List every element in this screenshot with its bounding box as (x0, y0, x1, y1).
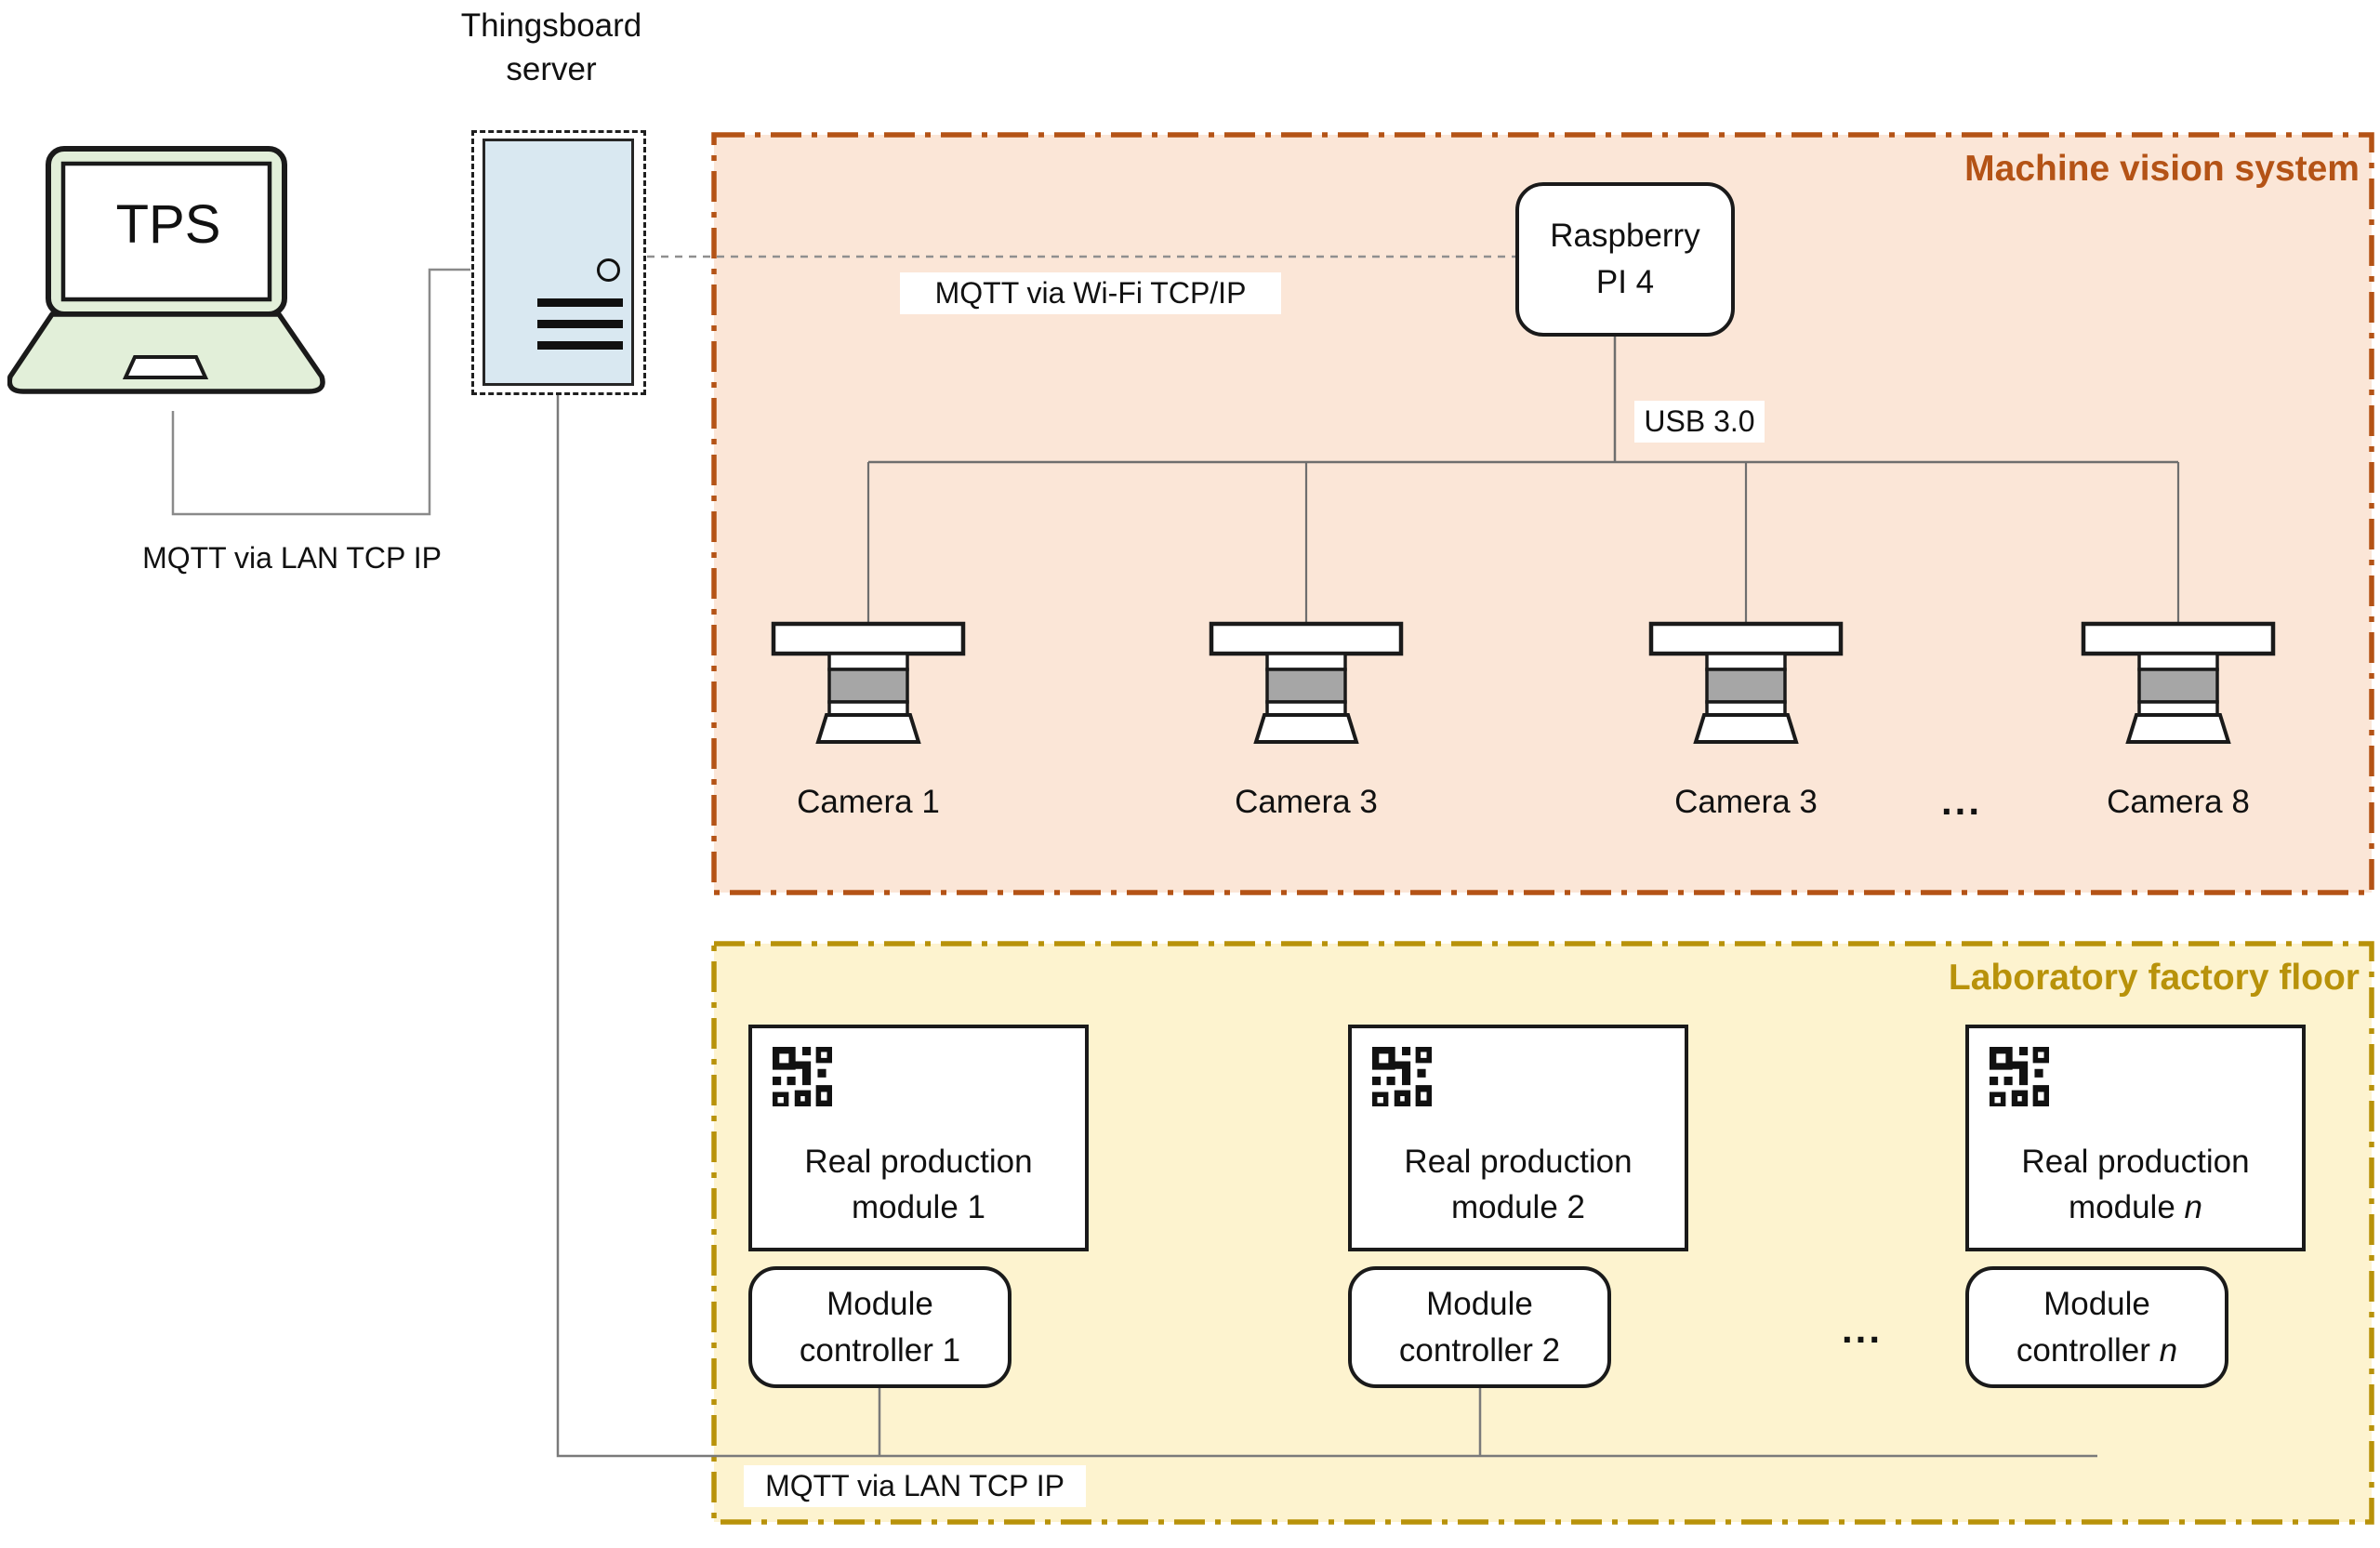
qr-code-icon (1990, 1047, 2049, 1106)
camera-icon (1648, 621, 1844, 744)
laptop-icon (7, 146, 325, 394)
real-production-module-1: Real production module 1 (748, 1025, 1089, 1251)
controller-label-line1: Module (826, 1285, 933, 1322)
real-production-module-n: Real production module n (1965, 1025, 2306, 1251)
raspberry-pi-node: Raspberry PI 4 (1515, 182, 1735, 337)
machine-vision-title: Machine vision system (1964, 149, 2360, 189)
camera-label: Camera 3 (1674, 784, 1818, 820)
thingsboard-server-label-line1: Thingsboard (460, 7, 642, 44)
module-label-line1: Real production (804, 1143, 1033, 1180)
thingsboard-server-label: Thingsboard server (398, 4, 705, 92)
raspberry-pi-label-line2: PI 4 (1595, 264, 1655, 300)
qr-code-icon (1372, 1047, 1432, 1106)
server-led-circle-icon (597, 258, 620, 282)
camera-icon (1209, 621, 1404, 744)
server-vent-bar-icon (537, 320, 623, 328)
lab-floor-title: Laboratory factory floor (1948, 958, 2360, 998)
controller-label-line2: controller n (2016, 1331, 2178, 1369)
camera-row-ellipsis: ... (1940, 779, 1982, 823)
camera-label: Camera 3 (1235, 784, 1378, 820)
server-dashed-frame (471, 130, 646, 395)
module-label-line2: module 1 (852, 1189, 985, 1226)
module-controller-n: Module controller n (1965, 1266, 2228, 1388)
controller-label-line1: Module (1426, 1285, 1533, 1322)
mqtt-wifi-link-label: MQTT via Wi-Fi TCP/IP (900, 272, 1281, 314)
controller-label-line2: controller 1 (799, 1331, 961, 1369)
raspberry-pi-label-line1: Raspberry (1550, 218, 1700, 255)
qr-code-icon (773, 1047, 832, 1106)
module-label-line2: module n (2069, 1189, 2202, 1226)
camera-label: Camera 1 (797, 784, 940, 820)
camera-icon (771, 621, 966, 744)
module-controller-1: Module controller 1 (748, 1266, 1012, 1388)
camera-icon (2081, 621, 2276, 744)
controller-label-line2: controller 2 (1398, 1331, 1561, 1369)
controller-n-italic: n (2159, 1331, 2178, 1369)
controller-label-line1: Module (2043, 1285, 2150, 1322)
mqtt-lan-link-label-bottom: MQTT via LAN TCP IP (744, 1465, 1086, 1507)
controller-row-ellipsis: ... (1841, 1307, 1883, 1351)
tps-screen-label: TPS (115, 194, 221, 255)
usb-link-label: USB 3.0 (1634, 401, 1765, 443)
server-vent-bar-icon (537, 341, 623, 350)
server-vent-bar-icon (537, 298, 623, 307)
module-n-italic: n (2184, 1189, 2202, 1226)
camera-label: Camera 8 (2107, 784, 2250, 820)
real-production-module-2: Real production module 2 (1348, 1025, 1688, 1251)
module-label-line2: module 2 (1451, 1189, 1585, 1226)
module-label-line1: Real production (1404, 1143, 1633, 1180)
module-controller-2: Module controller 2 (1348, 1266, 1611, 1388)
mqtt-lan-link-label-left: MQTT via LAN TCP IP (142, 541, 442, 575)
thingsboard-server-label-line2: server (506, 51, 597, 88)
module-label-line1: Real production (2021, 1143, 2250, 1180)
